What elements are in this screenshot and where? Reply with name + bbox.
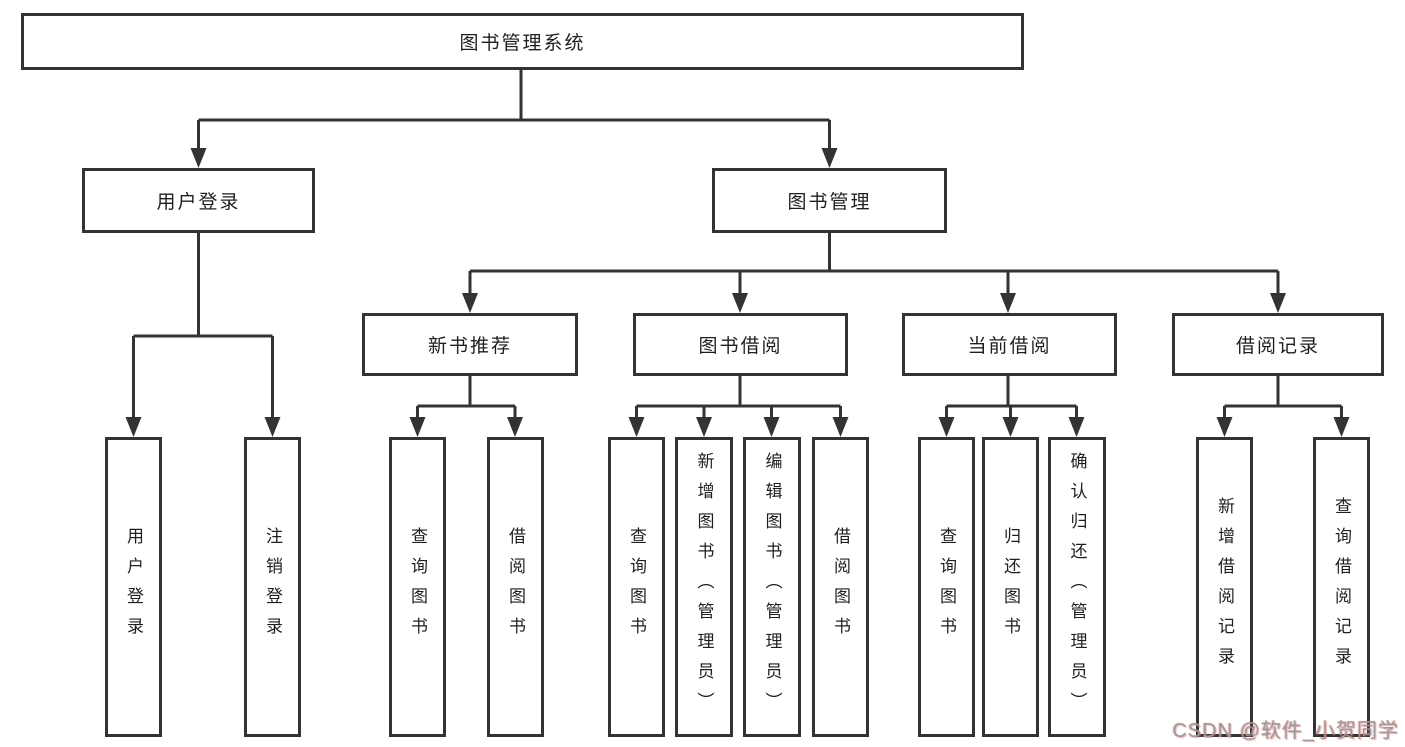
watermark: CSDN @软件_小贺同学 [1172,720,1399,742]
arrow-down-icon [763,417,780,437]
leaf-label: 查询借阅记录 [1332,497,1351,677]
arrow-down-icon [409,417,426,437]
leaf-label: 用户登录 [124,527,143,647]
leaf-label: 新增借阅记录 [1215,497,1234,677]
leaf-label: 注销登录 [263,527,282,647]
leaf-label: 借阅图书 [831,527,850,647]
leaf-query-borrow-record: 查询借阅记录 [1313,437,1370,737]
arrow-down-icon [462,293,478,313]
leaf-label: 借阅图书 [506,527,525,647]
leaf-query-books-1: 查询图书 [389,437,446,737]
arrow-down-icon [821,148,838,168]
node-label: 图书借阅 [698,336,783,357]
leaf-query-books-2: 查询图书 [608,437,665,737]
connector-lines [132,69,1343,419]
node-label: 借阅记录 [1235,336,1320,357]
arrow-down-icon [264,417,281,437]
node-label: 图书管理 [787,192,872,213]
node-root-library-system: 图书管理系统 [21,13,1024,70]
leaf-label: 确认归还（管理员） [1067,452,1087,722]
node-label: 新书推荐 [427,336,512,357]
arrow-down-icon [938,417,955,437]
arrow-down-icon [628,417,645,437]
node-current-borrow: 当前借阅 [902,313,1117,376]
arrow-down-icon [1002,417,1019,437]
arrow-down-icon [1068,417,1085,437]
leaf-add-borrow-record: 新增借阅记录 [1196,437,1253,737]
leaf-borrow-books-2: 借阅图书 [812,437,869,737]
leaf-borrow-books-1: 借阅图书 [487,437,544,737]
leaf-label: 查询图书 [937,527,956,647]
leaf-query-books-3: 查询图书 [918,437,975,737]
leaf-confirm-return-admin: 确认归还（管理员） [1048,437,1106,737]
arrow-down-icon [190,148,207,168]
leaf-user-login: 用户登录 [105,437,162,737]
node-label: 图书管理系统 [459,33,586,54]
node-borrow-records: 借阅记录 [1172,313,1384,376]
leaf-label: 归还图书 [1001,527,1020,647]
arrow-down-icon [832,417,849,437]
leaf-return-books: 归还图书 [982,437,1039,737]
leaf-label: 编辑图书（管理员） [762,452,782,722]
node-user-login: 用户登录 [82,168,315,233]
arrow-down-icon [507,417,523,437]
arrow-down-icon [125,417,142,437]
arrow-down-icon [1270,293,1286,313]
arrow-down-icon [1000,293,1016,313]
leaf-add-book-admin: 新增图书（管理员） [675,437,733,737]
node-new-book-recommend: 新书推荐 [362,313,578,376]
arrow-down-icon [1216,417,1233,437]
arrow-down-icon [1333,417,1350,437]
leaf-label: 查询图书 [627,527,646,647]
node-label: 当前借阅 [967,336,1052,357]
node-book-management: 图书管理 [712,168,947,233]
leaf-logout-login: 注销登录 [244,437,301,737]
node-book-borrow: 图书借阅 [633,313,848,376]
node-label: 用户登录 [156,192,241,213]
arrow-down-icon [732,293,748,313]
leaf-label: 新增图书（管理员） [694,452,714,722]
arrow-down-icon [696,417,712,437]
leaf-edit-book-admin: 编辑图书（管理员） [743,437,801,737]
leaf-label: 查询图书 [408,527,427,647]
arrowheads [125,148,1350,437]
